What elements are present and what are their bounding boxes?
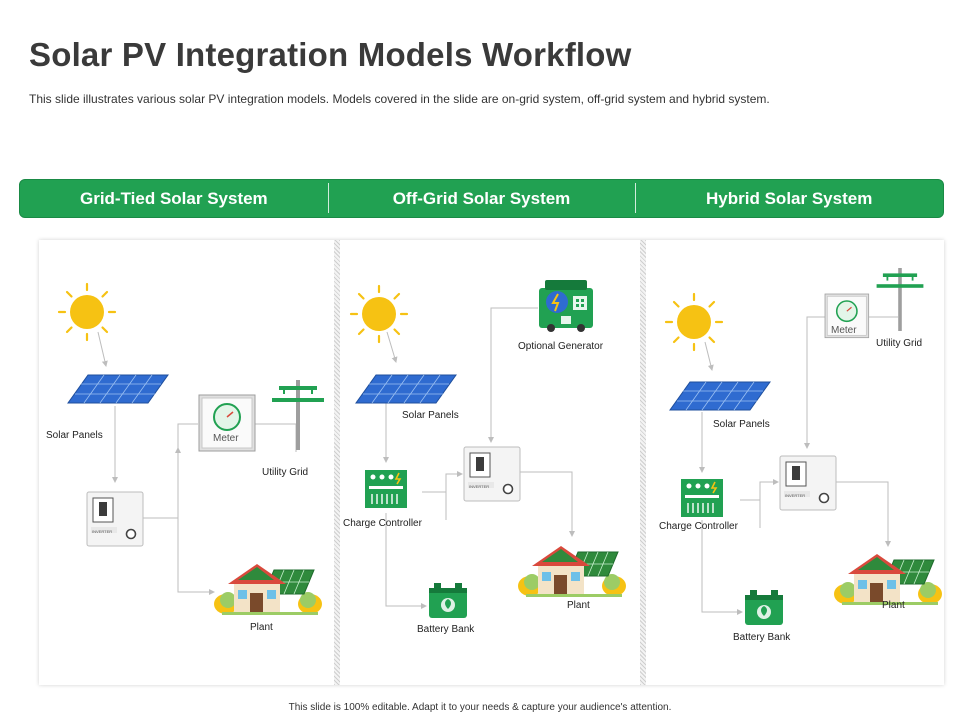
inverter-text: INVERTER: [785, 493, 805, 498]
inverter-icon: [86, 491, 144, 547]
inverter-text: INVERTER: [92, 529, 112, 534]
column-separator: [334, 240, 340, 685]
label-charge-controller: Charge Controller: [659, 521, 738, 532]
inverter-text: INVERTER: [469, 484, 489, 489]
generator-icon: [538, 279, 594, 333]
label-solar-panels: Solar Panels: [713, 419, 770, 430]
inverter-icon: [779, 455, 837, 511]
page-subtitle: This slide illustrates various solar PV …: [29, 92, 770, 106]
solar-panel-icon: [669, 381, 771, 411]
label-solar-panels: Solar Panels: [46, 430, 103, 441]
heading-grid-tied: Grid-Tied Solar System: [79, 188, 268, 208]
heading-hybrid: Hybrid Solar System: [635, 182, 943, 213]
label-optional-generator: Optional Generator: [518, 341, 604, 352]
inverter-icon: [463, 446, 521, 502]
label-battery-bank: Battery Bank: [417, 624, 475, 635]
label-battery-bank: Battery Bank: [733, 632, 791, 643]
grid-tied-diagram: INVERTER: [57, 282, 326, 616]
sun-icon: [664, 292, 724, 352]
label-plant: Plant: [882, 600, 905, 611]
label-plant: Plant: [250, 622, 273, 633]
label-plant: Plant: [567, 600, 590, 611]
charge-controller-icon: [364, 469, 408, 509]
label-utility-grid: Utility Grid: [262, 467, 309, 478]
hybrid-diagram: INVERTER: [664, 266, 943, 625]
plant-house-icon: [517, 545, 627, 598]
charge-controller-icon: [680, 478, 724, 518]
solar-panel-icon: [355, 374, 457, 404]
sun-icon: [349, 284, 409, 344]
utility-pole-icon: [270, 378, 326, 452]
off-grid-diagram: INVERTER: [349, 279, 627, 618]
utility-pole-icon: [874, 266, 926, 333]
system-header-bar: Grid-Tied Solar System Off-Grid Solar Sy…: [19, 179, 944, 218]
footer-note: This slide is 100% editable. Adapt it to…: [288, 702, 672, 713]
plant-house-icon: [213, 563, 323, 616]
label-utility-grid: Utility Grid: [876, 338, 923, 349]
label-meter: Meter: [213, 433, 239, 444]
solar-panel-icon: [67, 374, 169, 404]
label-meter: Meter: [831, 325, 857, 336]
battery-icon: [429, 583, 467, 618]
label-charge-controller: Charge Controller: [343, 518, 422, 529]
page-title: Solar PV Integration Models Workflow: [29, 36, 632, 73]
plant-house-icon: [833, 553, 943, 606]
column-separator: [640, 240, 646, 685]
label-solar-panels: Solar Panels: [402, 410, 459, 421]
sun-icon: [57, 282, 117, 342]
battery-icon: [745, 590, 783, 625]
heading-off-grid: Off-Grid Solar System: [327, 182, 636, 213]
